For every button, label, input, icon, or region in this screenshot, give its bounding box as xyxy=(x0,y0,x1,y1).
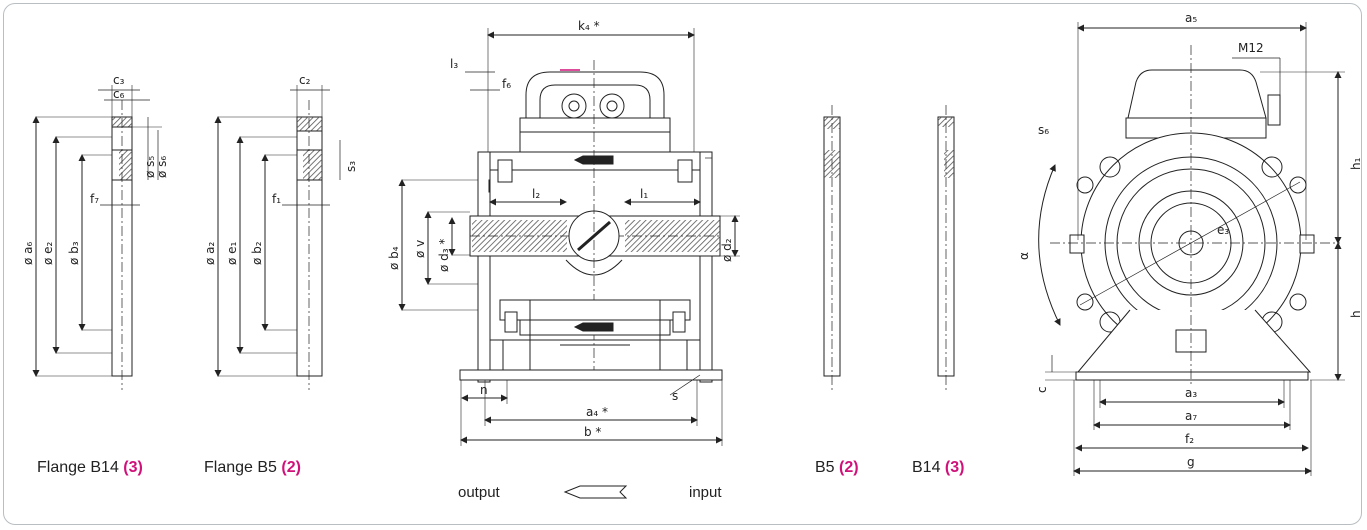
label-l3: l₃ xyxy=(450,57,458,71)
label-k4: k₄ * xyxy=(578,19,600,33)
label-n: n xyxy=(480,383,488,397)
label-od3: ø d₃ * xyxy=(437,239,451,272)
label-ob4: ø b₄ xyxy=(387,246,401,270)
label-c3: c₃ xyxy=(113,73,125,87)
flow-output-label: output xyxy=(458,484,501,501)
label-b: b * xyxy=(584,425,601,439)
label-os6: ø s₆ xyxy=(155,156,169,178)
label-g: g xyxy=(1187,455,1195,469)
b5-profile xyxy=(823,105,841,390)
caption-b5: B5 (2) xyxy=(815,459,859,476)
label-s: s xyxy=(672,389,678,403)
label-a3: a₃ xyxy=(1185,386,1197,400)
caption-flange-b5: Flange B5 (2) xyxy=(204,459,301,476)
label-h1: h₁ xyxy=(1349,157,1363,170)
label-s6: s₆ xyxy=(1038,123,1049,137)
caption-flange-b14: Flange B14 (3) xyxy=(37,459,143,476)
label-oa6: ø a₆ xyxy=(21,241,35,265)
label-ob3: ø b₃ xyxy=(67,241,81,265)
label-oa2: ø a₂ xyxy=(203,241,217,265)
label-od2: ø d₂ xyxy=(720,238,734,262)
label-a5: a₅ xyxy=(1185,11,1197,25)
label-f7: f₇ xyxy=(90,192,99,206)
label-c: c xyxy=(1035,386,1049,393)
label-s3: s₃ xyxy=(344,161,358,172)
flow-input-label: input xyxy=(689,484,722,501)
label-c2: c₂ xyxy=(299,73,311,87)
label-l1: l₁ xyxy=(640,187,648,201)
b14-profile xyxy=(937,105,955,390)
gearbox-section-view xyxy=(398,28,740,446)
label-f6: f₆ xyxy=(502,77,511,91)
dimension-labels: c₃ c₆ ø a₆ ø e₂ ø b₃ f₇ ø s₅ ø s₆ c₂ ø a… xyxy=(21,11,1363,469)
caption-b14: B14 (3) xyxy=(912,459,964,476)
motor-front-view xyxy=(1038,22,1345,476)
label-e3: e₃ xyxy=(1217,223,1229,237)
label-alpha: α xyxy=(1017,252,1031,260)
label-a4: a₄ * xyxy=(586,405,608,419)
label-c6: c₆ xyxy=(113,87,125,101)
label-h: h xyxy=(1349,310,1363,318)
label-os5: ø s₅ xyxy=(143,156,157,178)
label-ob2: ø b₂ xyxy=(250,241,264,265)
label-l2: l₂ xyxy=(532,187,540,201)
label-oe1: ø e₁ xyxy=(225,241,239,265)
flange-b14-view xyxy=(32,85,162,390)
label-a7: a₇ xyxy=(1185,409,1197,423)
flange-b5-view xyxy=(214,85,341,390)
flow-arrow-icon xyxy=(563,485,628,499)
label-m12: M12 xyxy=(1238,41,1264,55)
label-ov: ø v xyxy=(413,240,427,258)
label-f2: f₂ xyxy=(1185,432,1194,446)
label-f1: f₁ xyxy=(272,192,281,206)
label-oe2: ø e₂ xyxy=(41,241,55,265)
